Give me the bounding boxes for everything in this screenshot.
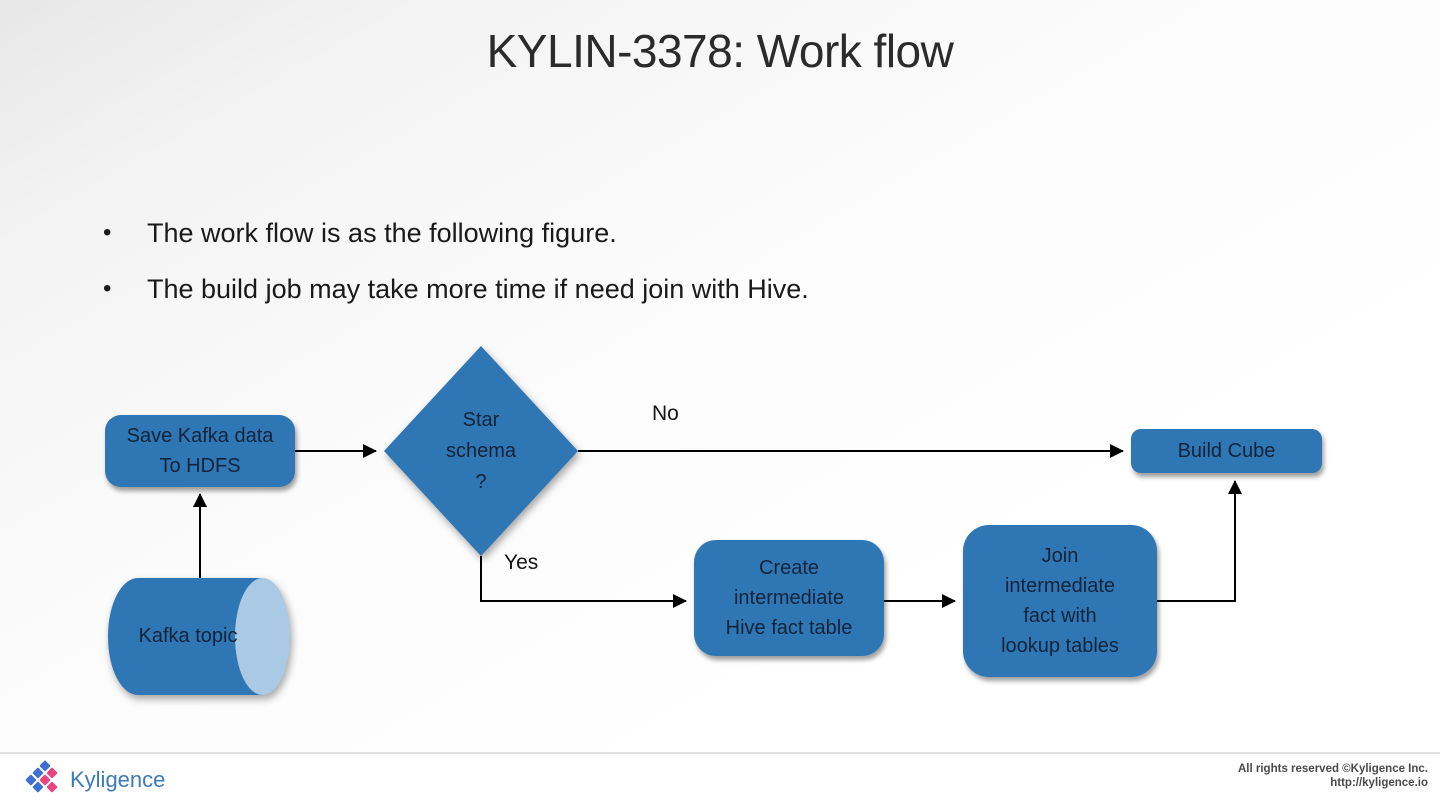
kyligence-logo-icon: [25, 760, 65, 800]
node-text-line: Build Cube: [1177, 440, 1276, 462]
node-text-line: Kafka topic: [138, 625, 238, 647]
node-text-line: lookup tables: [1001, 635, 1119, 657]
decision-diamond-shape: Star schema ?: [384, 346, 578, 556]
flow-node-kafka-topic-cylinder: Kafka topic: [108, 578, 290, 695]
edge-label-yes: Yes: [504, 551, 539, 574]
edge-label-no: No: [652, 402, 679, 425]
brand-name: Kyligence: [70, 767, 166, 792]
copyright-line-2: http://kyligence.io: [1330, 777, 1428, 789]
flow-node-star-schema-decision: Star schema ?: [384, 346, 578, 556]
copyright-text: All rights reserved ©Kyligence Inc. http…: [1238, 762, 1428, 790]
node-text-line: schema: [445, 439, 517, 462]
node-text-line: fact with: [1023, 605, 1097, 627]
flow-node-join-intermediate-fact: Join intermediate fact with lookup table…: [963, 525, 1157, 677]
bullet-text: The build job may take more time if need…: [147, 274, 809, 304]
node-text-line: intermediate: [733, 587, 845, 609]
bullet-list: • The work flow is as the following figu…: [103, 216, 809, 328]
kyligence-logo: Kyligence: [25, 760, 166, 800]
node-text-line: Create: [758, 557, 820, 579]
bullet-item: • The work flow is as the following figu…: [103, 216, 809, 250]
kyligence-logo-diamonds: [25, 760, 65, 800]
flow-node-save-kafka-data: Save Kafka data To HDFS: [105, 415, 295, 487]
bullet-text: The work flow is as the following figure…: [147, 218, 617, 248]
copyright-line-1: All rights reserved ©Kyligence Inc.: [1238, 763, 1428, 775]
footer-divider: [0, 752, 1440, 754]
cylinder-cap: [235, 578, 290, 695]
flow-node-build-cube: Build Cube: [1131, 429, 1322, 473]
page-title: KYLIN-3378: Work flow: [486, 25, 954, 77]
flow-node-create-intermediate-hive: Create intermediate Hive fact table: [694, 540, 884, 656]
bullet-dot: •: [103, 219, 112, 246]
bullet-dot: •: [103, 275, 112, 302]
node-text-line: Hive fact table: [725, 617, 853, 639]
node-text-line: To HDFS: [159, 455, 241, 477]
bullet-item: • The build job may take more time if ne…: [103, 272, 809, 306]
node-text-line: Save Kafka data: [126, 425, 274, 447]
node-text-line: Join: [1041, 545, 1079, 567]
node-text-line: ?: [475, 470, 487, 493]
node-text-line: Star: [462, 408, 500, 431]
footer: [0, 754, 1440, 810]
node-text-line: intermediate: [1004, 575, 1116, 597]
